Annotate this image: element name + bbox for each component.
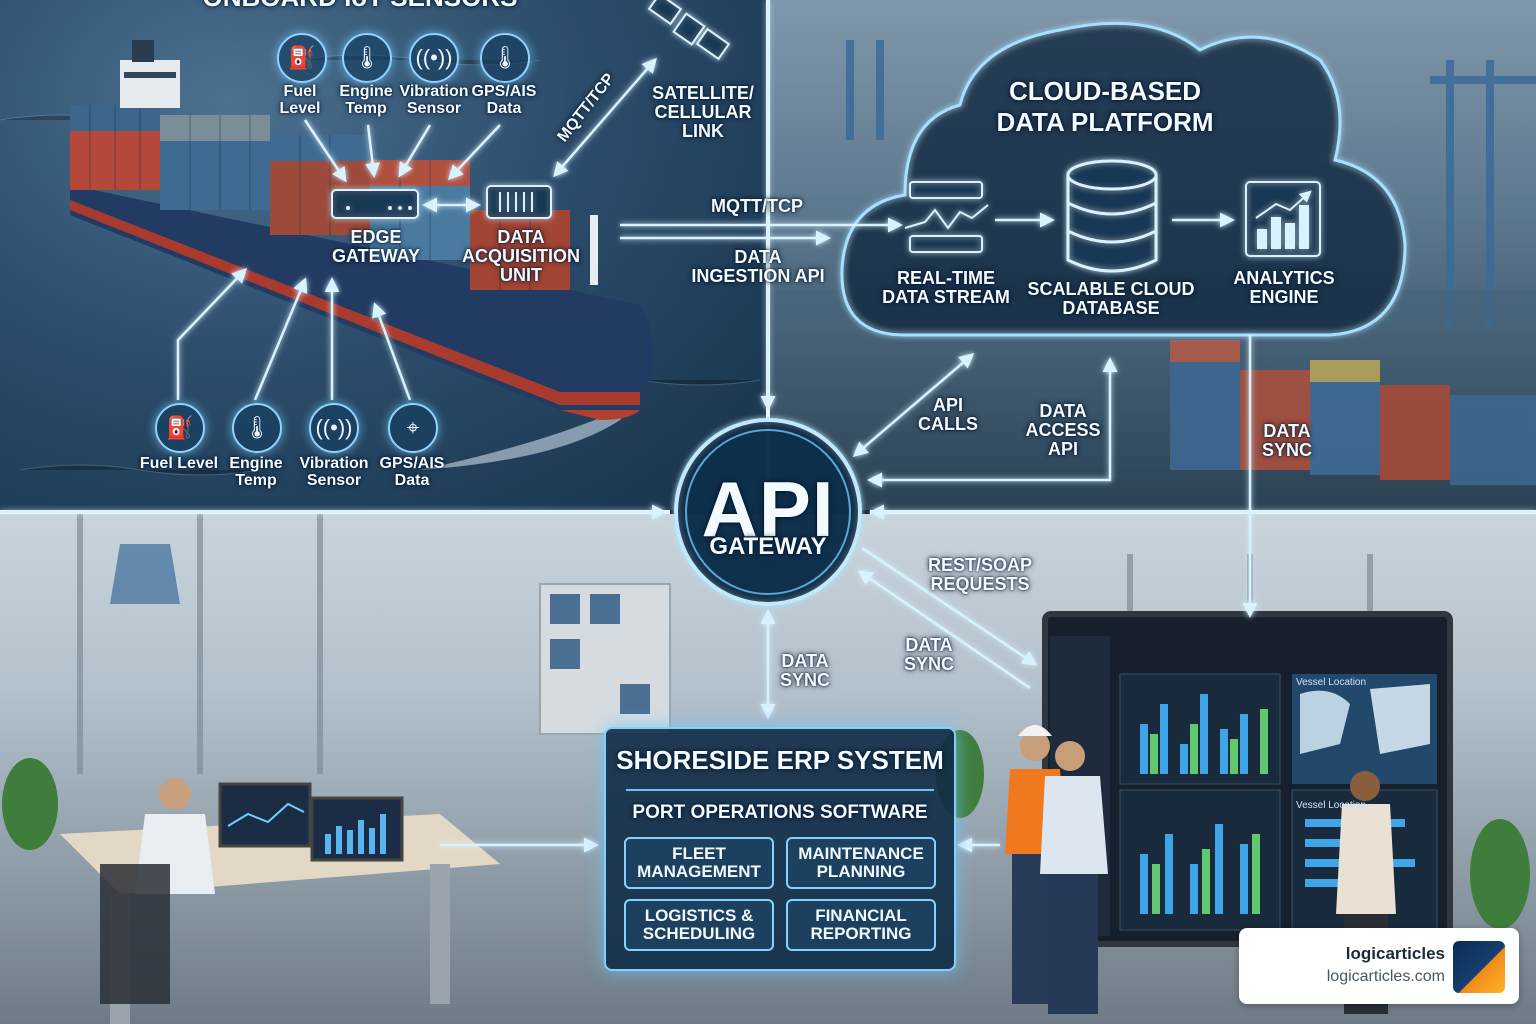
cloud-node-label: REAL-TIME DATA STREAM (882, 268, 1010, 307)
api-gateway-title: API (701, 465, 835, 553)
data-stream-icon (904, 181, 989, 253)
data-acquisition-device (486, 185, 552, 219)
sensor-top-label: GPS/AIS Data (471, 83, 537, 117)
cloud-platform-title: CLOUD-BASED DATA PLATFORM (996, 76, 1214, 138)
arrow-sensor-bottom-4 (372, 302, 412, 401)
sensor-top-label: Vibration Sensor (399, 83, 469, 117)
arrow-sensor-top-4 (447, 124, 501, 181)
logistics-scheduling-module[interactable]: LOGISTICS & SCHEDULING (624, 899, 774, 951)
office-illustration (2, 514, 1530, 1024)
fleet-management-module[interactable]: FLEET MANAGEMENT (624, 837, 774, 889)
location-pin-icon: ⌖ (388, 403, 438, 453)
thermometer-icon: 🌡 (480, 33, 530, 83)
arrow-data-access (867, 357, 1118, 488)
vibration-icon: ((•)) (309, 403, 359, 453)
cloud-node-label: SCALABLE CLOUD DATABASE (1027, 279, 1195, 318)
data-ingestion-label: DATA INGESTION API (691, 247, 825, 286)
erp-title: SHORESIDE ERP SYSTEM (616, 745, 944, 775)
arrow-sensor-top-2 (365, 124, 381, 178)
arrow-sensor-bottom-1 (176, 267, 248, 400)
sensor-bottom-label: Vibration Sensor (299, 455, 369, 489)
arrow-sensor-bottom-2 (253, 277, 308, 401)
arrow-sensor-top-1 (303, 119, 347, 183)
edge-gateway-label: EDGE GATEWAY (331, 227, 420, 266)
api-gateway-subtitle: GATEWAY (709, 533, 827, 560)
brand-logo-icon (1453, 941, 1505, 993)
shoreside-erp-panel: SHORESIDE ERP SYSTEM PORT OPERATIONS SOF… (604, 727, 956, 971)
data-sync-mid-label: DATA SYNC (903, 635, 954, 674)
api-gateway-ring (674, 418, 862, 606)
vibration-icon: ((•)) (409, 33, 459, 83)
edge-gateway-device (331, 189, 419, 219)
brand-url[interactable]: logicarticles.com (1326, 968, 1445, 985)
satellite-icon (647, 0, 731, 61)
brand-badge[interactable]: logicarticles logicarticles.com (1239, 928, 1519, 1004)
data-access-label: DATA ACCESS API (1025, 401, 1101, 459)
dashboard-panel-title: Vessel Location (1296, 800, 1367, 811)
fuel-icon: ⛽ (155, 403, 205, 453)
mqtt-tcp-label: MQTT/TCP (711, 196, 803, 216)
fuel-icon: ⛽ (277, 33, 327, 83)
sensor-bottom-label: GPS/AIS Data (379, 455, 445, 489)
dashboard-panel-title: Vessel Location (1296, 677, 1367, 688)
sensor-top-label: Fuel Level (279, 83, 321, 117)
database-icon (1066, 159, 1158, 273)
data-sync-down-label: DATA SYNC (779, 651, 830, 690)
satellite-link-label: SATELLITE/ CELLULAR LINK (652, 83, 754, 141)
brand-name: logicarticles (1345, 944, 1445, 963)
data-sync-right-label: DATA SYNC (1261, 421, 1312, 460)
erp-divider (626, 789, 934, 791)
arrow-satellite (553, 57, 657, 178)
cloud-node-label: ANALYTICS ENGINE (1233, 268, 1335, 307)
sensor-top-label: Engine Temp (339, 83, 393, 117)
thermometer-icon: 🌡 (342, 33, 392, 83)
arrow-sensor-top-3 (398, 124, 432, 178)
api-calls-label: API CALLS (918, 395, 978, 434)
thermometer-icon: 🌡 (232, 403, 282, 453)
sensor-bottom-label: Engine Temp (229, 455, 283, 489)
maintenance-planning-module[interactable]: MAINTENANCE PLANNING (786, 837, 936, 889)
arrow-data-sync-mid (857, 570, 1031, 690)
arrow-rest-soap (861, 546, 1038, 666)
analytics-chart-icon (1245, 181, 1321, 257)
erp-subtitle: PORT OPERATIONS SOFTWARE (632, 802, 928, 823)
onboard-sensors-title: ONBOARD IoT SENSORS (190, 0, 530, 11)
sensor-bottom-label: Fuel Level (139, 455, 219, 472)
rest-soap-label: REST/SOAP REQUESTS (927, 555, 1033, 594)
data-acquisition-label: DATA ACQUISITION UNIT (461, 227, 580, 285)
financial-reporting-module[interactable]: FINANCIAL REPORTING (786, 899, 936, 951)
